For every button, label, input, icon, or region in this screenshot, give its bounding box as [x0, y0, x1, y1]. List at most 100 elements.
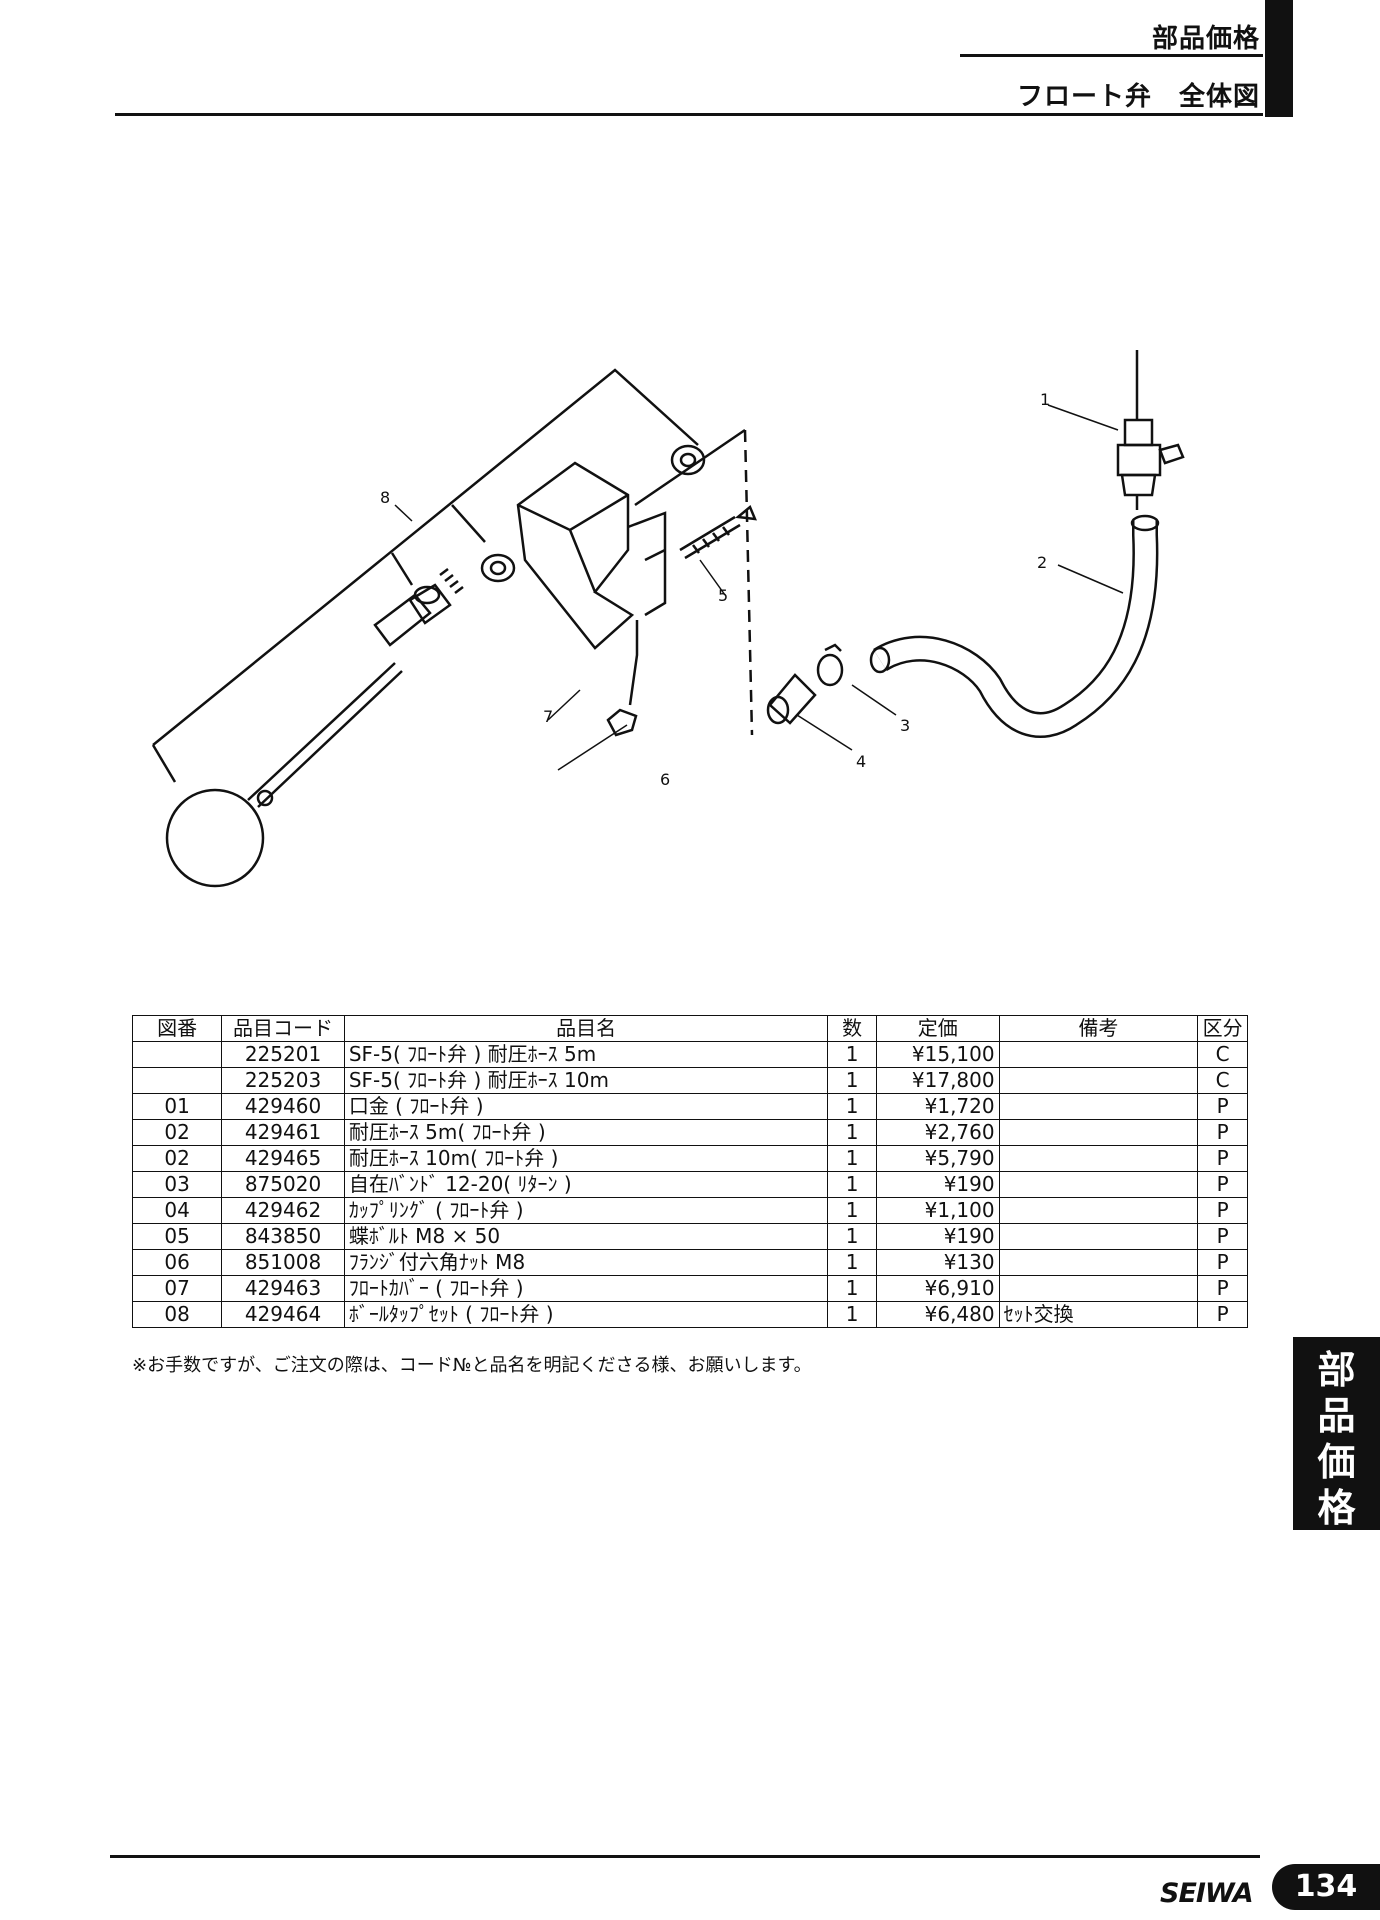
- callout-8: 8: [380, 488, 390, 507]
- wing-bolt-thread: [692, 526, 730, 554]
- cell-price: ¥6,480: [875, 1301, 1000, 1328]
- cell-category: P: [1197, 1197, 1248, 1224]
- side-tab-char: 品: [1317, 1394, 1356, 1438]
- cell-category: C: [1197, 1067, 1248, 1094]
- cell-item-name: 蝶ﾎﾞﾙﾄ M8 × 50: [343, 1223, 829, 1250]
- cell-category: P: [1197, 1301, 1248, 1328]
- cell-figure-no: 01: [131, 1093, 223, 1120]
- cell-category: P: [1197, 1119, 1248, 1146]
- cell-price: ¥15,100: [875, 1041, 1000, 1068]
- cell-item-name: SF-5( ﾌﾛｰﾄ弁 ) 耐圧ﾎｰｽ 5m: [343, 1041, 829, 1068]
- cell-category: P: [1197, 1171, 1248, 1198]
- flange-nut: [606, 708, 638, 737]
- cell-item-code: 875020: [221, 1171, 345, 1198]
- cell-quantity: 1: [827, 1041, 877, 1068]
- float-cover: [516, 461, 635, 650]
- order-footnote: ※お手数ですが、ご注文の際は、コード№と品名を明記くださる様、お願いします。: [132, 1355, 812, 1376]
- bracket-8-tick: [151, 744, 177, 783]
- clamp: [627, 511, 667, 617]
- valve-thread: [439, 568, 464, 594]
- cell-figure-no: [131, 1067, 223, 1094]
- brand-logo: SEIWA: [1160, 1878, 1254, 1909]
- cell-remarks: [998, 1223, 1199, 1250]
- cell-quantity: 1: [827, 1145, 877, 1172]
- cell-item-code: 851008: [221, 1249, 345, 1276]
- cell-remarks: ｾｯﾄ交換: [998, 1301, 1199, 1328]
- footer-rule: [110, 1855, 1260, 1858]
- cell-quantity: 1: [827, 1301, 877, 1328]
- callout-7: 7: [543, 707, 553, 726]
- header-rule-top: [960, 54, 1263, 57]
- callout-5: 5: [718, 586, 728, 605]
- cell-quantity: 1: [827, 1223, 877, 1250]
- callout-1: 1: [1040, 390, 1050, 409]
- col-header-quantity: 数: [827, 1015, 877, 1042]
- cell-item-name: ﾌﾛｰﾄｶﾊﾞｰ ( ﾌﾛｰﾄ弁 ): [343, 1275, 829, 1302]
- cell-price: ¥1,720: [875, 1093, 1000, 1120]
- cell-remarks: [998, 1171, 1199, 1198]
- bracket-8: [152, 368, 699, 746]
- cell-figure-no: 03: [131, 1171, 223, 1198]
- side-tab-char: 格: [1317, 1486, 1356, 1530]
- bracket-8-tick: [390, 552, 414, 586]
- cell-remarks: [998, 1249, 1199, 1276]
- cell-remarks: [998, 1275, 1199, 1302]
- cell-item-code: 429460: [221, 1093, 345, 1120]
- cell-remarks: [998, 1041, 1199, 1068]
- cell-category: P: [1197, 1223, 1248, 1250]
- cell-quantity: 1: [827, 1119, 877, 1146]
- cell-figure-no: [131, 1041, 223, 1068]
- cell-quantity: 1: [827, 1275, 877, 1302]
- float-ball: [165, 788, 265, 888]
- cell-category: P: [1197, 1093, 1248, 1120]
- col-header-remarks: 備考: [998, 1015, 1199, 1042]
- wing-bolt: [679, 515, 741, 560]
- cell-remarks: [998, 1119, 1199, 1146]
- cell-item-name: 耐圧ﾎｰｽ 10m( ﾌﾛｰﾄ弁 ): [343, 1145, 829, 1172]
- cell-price: ¥1,100: [875, 1197, 1000, 1224]
- cell-figure-no: 04: [131, 1197, 223, 1224]
- callout-3: 3: [900, 716, 910, 735]
- cell-price: ¥190: [875, 1171, 1000, 1198]
- cell-figure-no: 05: [131, 1223, 223, 1250]
- cell-price: ¥190: [875, 1223, 1000, 1250]
- bracket-8-tick: [451, 504, 486, 543]
- washer: [480, 553, 516, 583]
- washer-top: [670, 444, 706, 476]
- cell-figure-no: 06: [131, 1249, 223, 1276]
- callout-4: 4: [856, 752, 866, 771]
- cell-category: P: [1197, 1275, 1248, 1302]
- cell-figure-no: 02: [131, 1119, 223, 1146]
- col-header-figure-no: 図番: [131, 1015, 223, 1042]
- cell-quantity: 1: [827, 1249, 877, 1276]
- cell-item-name: SF-5( ﾌﾛｰﾄ弁 ) 耐圧ﾎｰｽ 10m: [343, 1067, 829, 1094]
- cell-item-code: 843850: [221, 1223, 345, 1250]
- cell-price: ¥130: [875, 1249, 1000, 1276]
- cell-quantity: 1: [827, 1067, 877, 1094]
- cell-item-name: ｶｯﾌﾟﾘﾝｸﾞ ( ﾌﾛｰﾄ弁 ): [343, 1197, 829, 1224]
- header-rule-bottom: [115, 113, 1263, 116]
- cell-item-name: 耐圧ﾎｰｽ 5m( ﾌﾛｰﾄ弁 ): [343, 1119, 829, 1146]
- cell-quantity: 1: [827, 1171, 877, 1198]
- side-tab-char: 部: [1317, 1348, 1356, 1392]
- cell-category: P: [1197, 1249, 1248, 1276]
- table-header-row: 図番 品目コード 品目名 数 定価 備考 区分: [131, 1015, 1248, 1042]
- valve-barrel: [408, 583, 452, 625]
- float-rod: [247, 662, 403, 808]
- cell-item-code: 429465: [221, 1145, 345, 1172]
- callout-2: 2: [1037, 553, 1047, 572]
- cell-remarks: [998, 1197, 1199, 1224]
- cell-figure-no: 02: [131, 1145, 223, 1172]
- page-number: 134: [1272, 1864, 1380, 1910]
- cell-item-name: ﾌﾗﾝｼﾞ付六角ﾅｯﾄ M8: [343, 1249, 829, 1276]
- col-header-item-name: 品目名: [343, 1015, 829, 1042]
- cell-item-code: 225203: [221, 1067, 345, 1094]
- top-fitting: [1123, 418, 1154, 447]
